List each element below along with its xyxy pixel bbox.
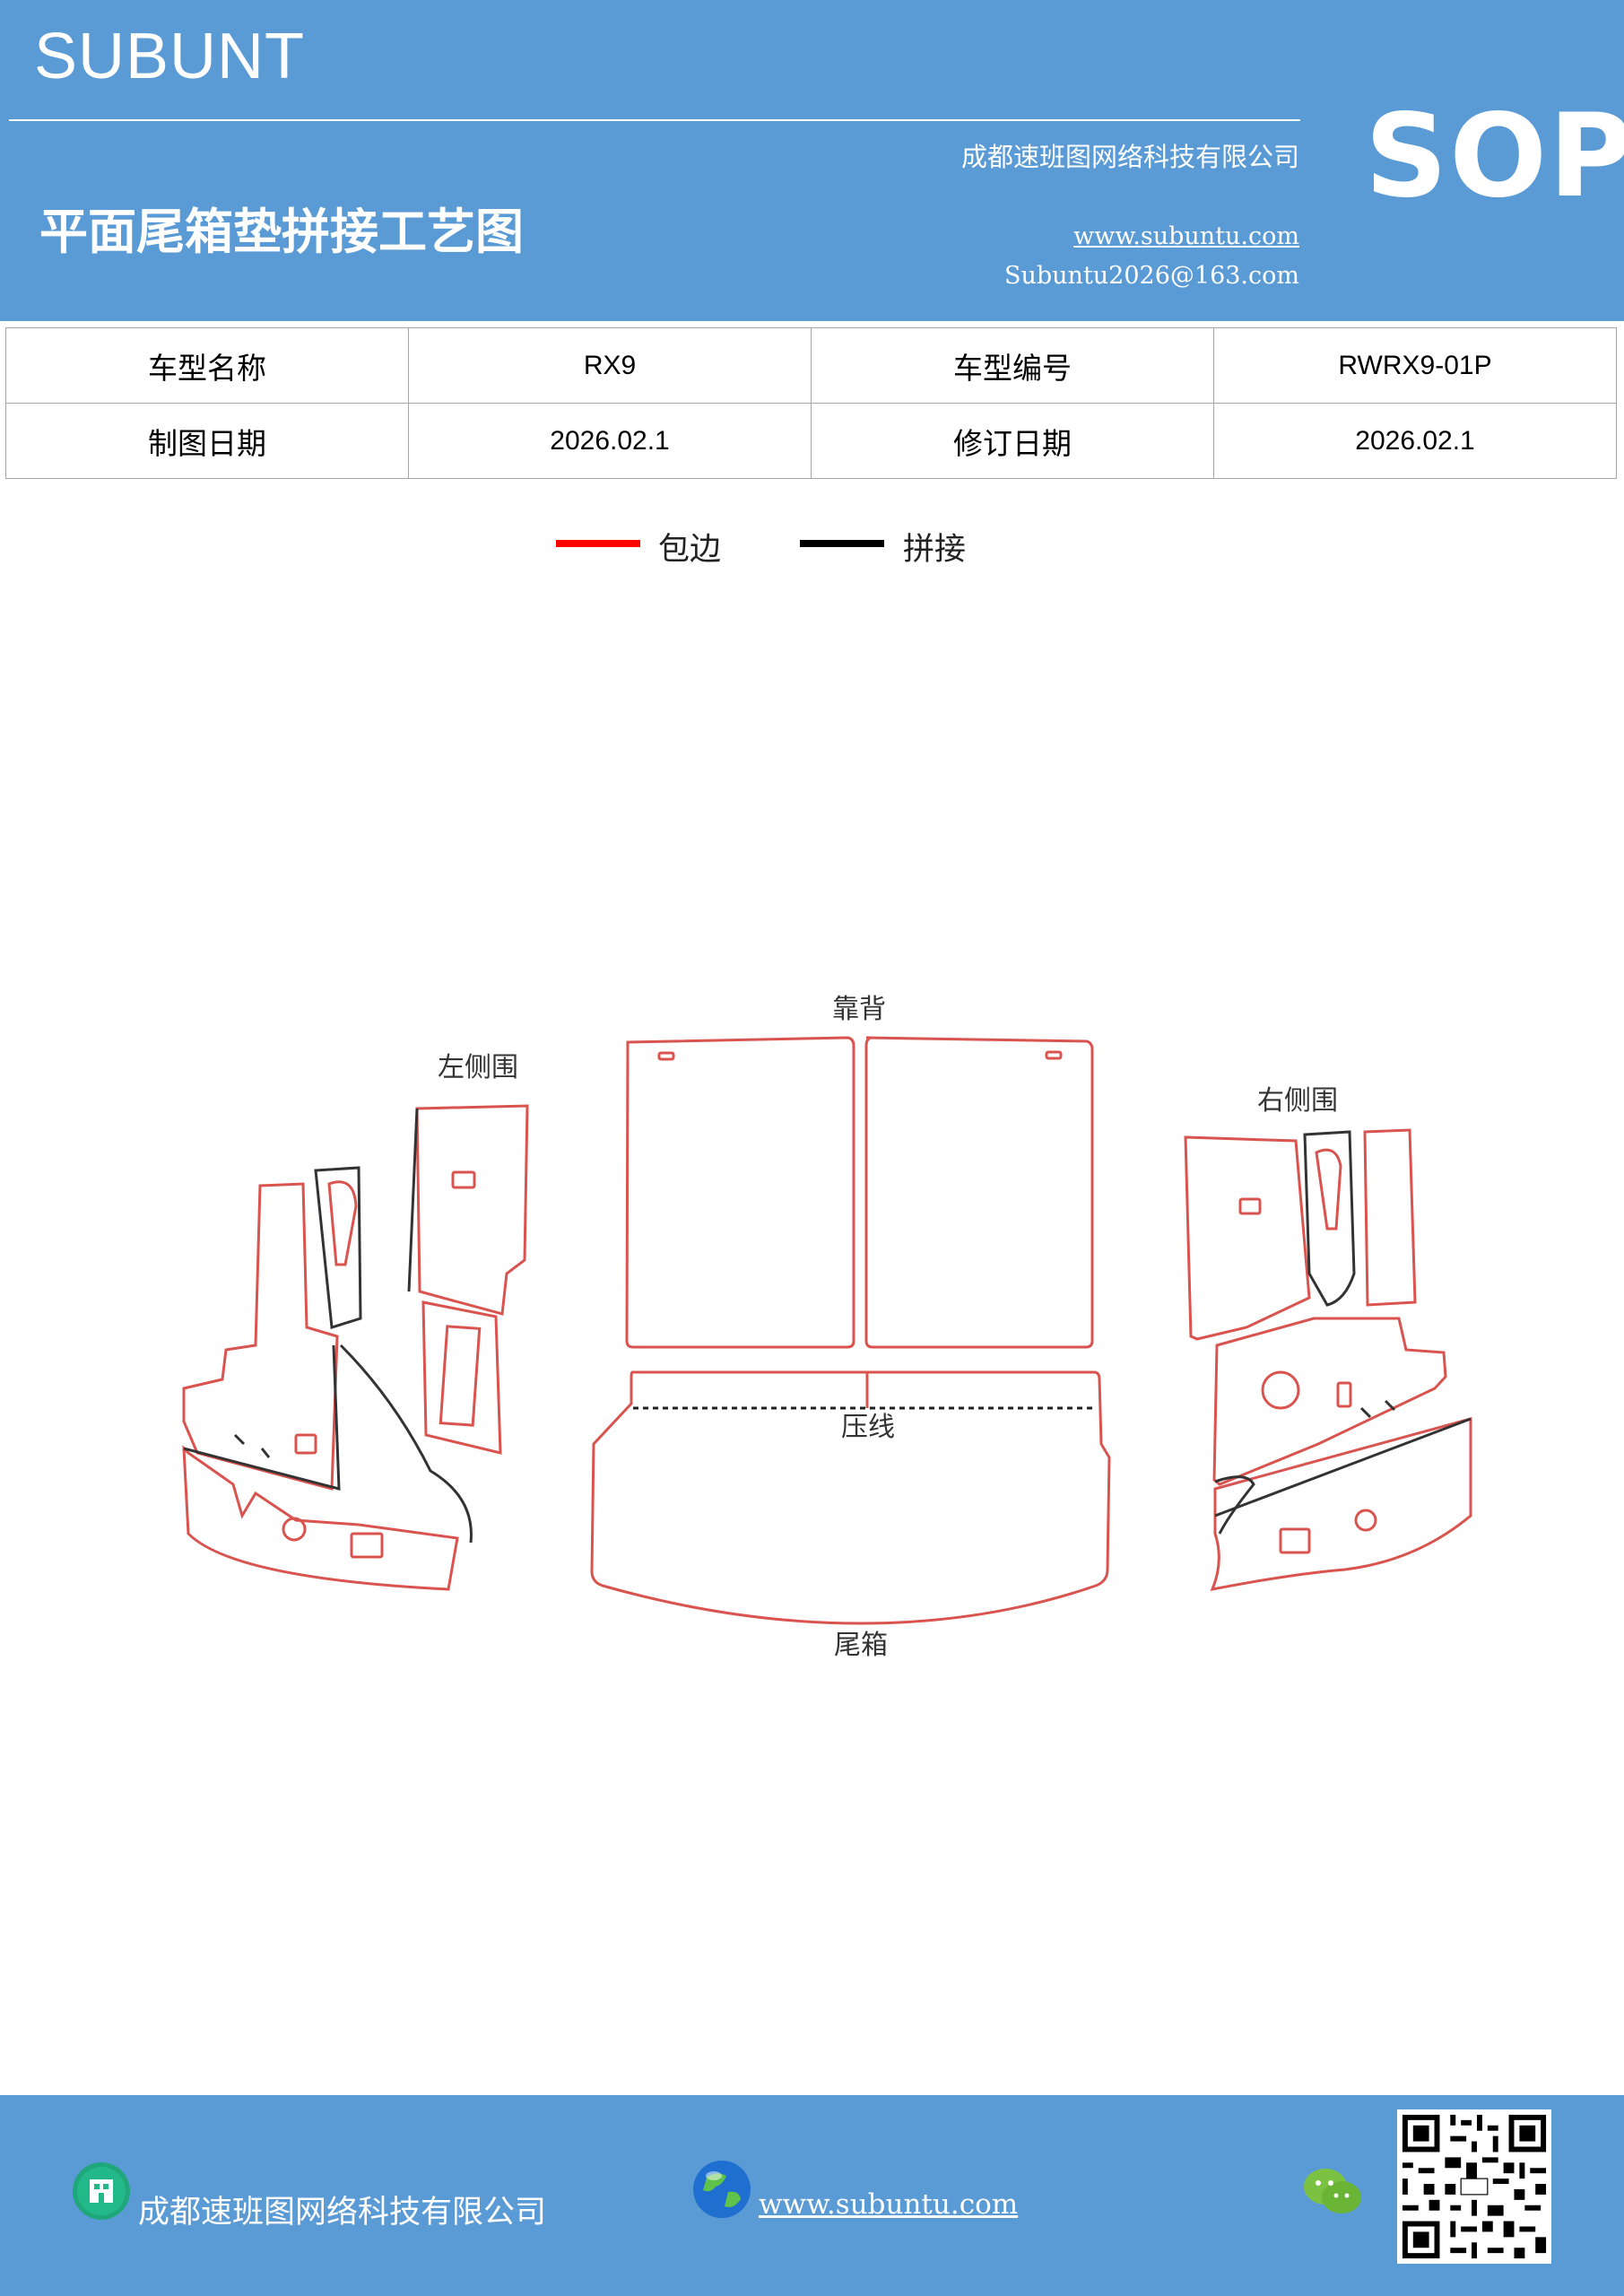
building-icon (73, 2162, 130, 2220)
right-side-wall (1184, 1128, 1472, 1591)
back-seat-right-slot (1045, 1050, 1063, 1060)
trunk-label: 尾箱 (834, 1630, 888, 1661)
right-pillar-panel (1303, 1130, 1356, 1307)
edge-line-swatch (556, 540, 640, 547)
revise-date-value: 2026.02.1 (1213, 403, 1617, 479)
right-upper-panel (1184, 1135, 1311, 1341)
model-info-table: 车型名称 RX9 车型编号 RWRX9-01P 制图日期 2026.02.1 修… (5, 327, 1617, 479)
join-line-swatch (800, 540, 884, 547)
back-seat-label: 靠背 (832, 994, 886, 1025)
left-upper-slot (451, 1170, 476, 1189)
right-curve-join (1214, 1475, 1255, 1535)
header-email[interactable]: Subuntu2026@163.com (1004, 262, 1299, 290)
left-upper-panel (415, 1104, 529, 1316)
trunk-mat-diagram: 靠背 左侧围 右侧围 压线 尾箱 (182, 994, 1472, 1661)
back-seat-right-panel (864, 1036, 1094, 1349)
right-pillar-slot (1315, 1148, 1342, 1231)
footer-company-name: 成都速班图网络科技有限公司 (138, 2195, 547, 2231)
back-seat-panels (625, 1036, 1094, 1349)
draw-date-label: 制图日期 (5, 403, 409, 479)
right-side-label: 右侧围 (1257, 1085, 1338, 1117)
left-pillar-panel (314, 1166, 362, 1329)
right-diagonal-join (1214, 1417, 1472, 1518)
left-side-label: 左侧围 (438, 1052, 518, 1083)
left-base-panel (182, 1445, 459, 1591)
left-base-slot (350, 1532, 384, 1559)
trunk-floor-panel (590, 1370, 1111, 1625)
left-join-line (407, 1108, 419, 1292)
legend: 包边 拼接 (0, 527, 1624, 581)
left-clip-marks (233, 1433, 271, 1458)
sop-badge: SOP (1365, 90, 1624, 223)
back-seat-left-panel (625, 1036, 855, 1349)
right-mid-slot (1336, 1381, 1352, 1408)
right-upper-slot (1238, 1197, 1262, 1215)
wechat-icon[interactable] (1302, 2165, 1363, 2219)
left-lower-panel (182, 1182, 339, 1491)
right-round-hole-large (1261, 1370, 1300, 1410)
right-base-slot (1279, 1527, 1311, 1554)
table-row: 制图日期 2026.02.1 修订日期 2026.02.1 (5, 403, 1617, 479)
right-mid-panel (1212, 1317, 1447, 1486)
globe-icon (693, 2161, 751, 2218)
model-name-value: RX9 (408, 327, 812, 404)
left-lower-slot (294, 1433, 317, 1455)
left-mid-panel (421, 1300, 502, 1455)
model-code-label: 车型编号 (811, 327, 1214, 404)
edge-legend-label: 包边 (658, 532, 722, 568)
trunk-floor-outline (590, 1370, 1111, 1625)
header-divider (9, 119, 1300, 121)
brand-logo-text: SUBUNT (34, 21, 306, 92)
right-round-hole-small (1354, 1509, 1377, 1532)
header-website-link[interactable]: www.subuntu.com (1073, 222, 1299, 250)
header-company-name: 成都速班图网络科技有限公司 (960, 142, 1299, 172)
document-title: 平面尾箱垫拼接工艺图 (39, 204, 524, 260)
join-legend-label: 拼接 (903, 532, 967, 568)
model-code-value: RWRX9-01P (1213, 327, 1617, 404)
press-line-label: 压线 (841, 1412, 895, 1443)
right-clip-marks (1359, 1399, 1396, 1419)
revise-date-label: 修订日期 (811, 403, 1214, 479)
footer-website-link[interactable]: www.subuntu.com (759, 2188, 1019, 2221)
right-narrow-panel (1363, 1128, 1417, 1307)
model-name-label: 车型名称 (5, 327, 409, 404)
right-base-panel (1210, 1417, 1472, 1591)
left-pillar-slot (327, 1180, 358, 1266)
header-banner: SUBUNT 成都速班图网络科技有限公司 SOP 平面尾箱垫拼接工艺图 www.… (0, 0, 1624, 321)
left-mid-slot (439, 1325, 482, 1427)
back-seat-left-slot (657, 1051, 675, 1061)
left-diagonal-join (339, 1344, 473, 1544)
footer-banner: 成都速班图网络科技有限公司 www.subuntu.com (0, 2095, 1624, 2296)
left-round-hole (282, 1517, 307, 1542)
draw-date-value: 2026.02.1 (408, 403, 812, 479)
table-row: 车型名称 RX9 车型编号 RWRX9-01P (5, 327, 1617, 404)
qr-code (1397, 2109, 1551, 2264)
left-inner-join (183, 1344, 341, 1491)
left-side-wall (182, 1104, 529, 1591)
